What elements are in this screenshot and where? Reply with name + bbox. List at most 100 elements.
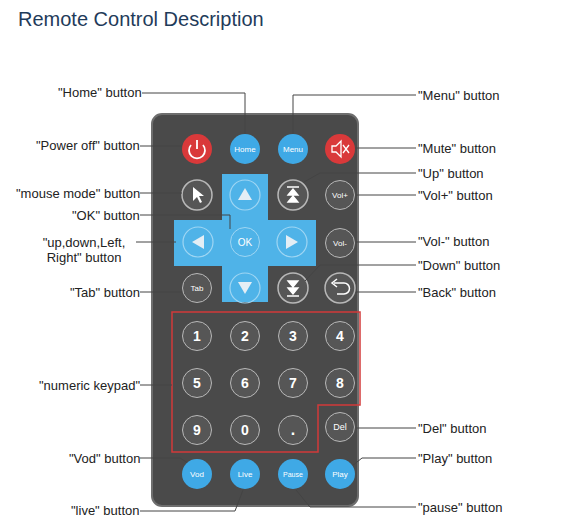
- button-text: Live: [238, 470, 253, 479]
- mute-button: [325, 134, 355, 164]
- leader-line: [356, 292, 416, 293]
- leader-line: [293, 95, 416, 134]
- cursor-icon: [193, 187, 204, 203]
- button-text: 0: [241, 422, 249, 438]
- button-text: 8: [336, 375, 344, 391]
- callout-label: "Menu" button: [418, 88, 500, 103]
- callout-label: "Vod" button: [69, 451, 140, 466]
- remote-button: 1: [182, 321, 212, 351]
- button-text: Vol+: [332, 191, 348, 200]
- leader-lines: [136, 93, 416, 511]
- remote-button: 8: [325, 368, 355, 398]
- callout-label: "mouse mode" button: [16, 186, 140, 201]
- leader-line: [296, 490, 416, 507]
- leader-line: [356, 195, 416, 196]
- button-text: 5: [193, 375, 201, 391]
- callout-label: "Del" button: [418, 421, 487, 436]
- remote-button: Play: [325, 459, 355, 489]
- remote-button: Pause: [278, 459, 308, 489]
- leader-line: [140, 146, 182, 147]
- callout-label: "pause" button: [418, 500, 502, 515]
- dpad-cross: [174, 174, 316, 302]
- remote-button: Del: [325, 412, 355, 442]
- callout-label: "Down" button: [418, 258, 500, 273]
- leader-line: [140, 193, 182, 194]
- callout-label: "up,down,Left, Right" button: [34, 235, 134, 265]
- remote-button: Vod: [182, 459, 212, 489]
- callout-label: "Power off" button: [36, 138, 140, 153]
- leader-line: [304, 173, 416, 182]
- button-text: 2: [241, 328, 249, 344]
- remote-button: Vol+: [325, 180, 355, 210]
- callout-label: "Play" button: [418, 451, 492, 466]
- button-text: Play: [332, 470, 348, 479]
- callout-label: "Vol-" button: [418, 234, 489, 249]
- remote-button: Tab: [182, 273, 212, 303]
- remote-button: 2: [230, 321, 260, 351]
- mouse-button: [182, 180, 212, 210]
- leader-line: [356, 242, 416, 243]
- button-text: Pause: [283, 471, 303, 478]
- remote-button: 7: [278, 368, 308, 398]
- remote-button: OK: [230, 227, 260, 257]
- back-icon: [332, 279, 337, 287]
- button-text: .: [291, 421, 295, 439]
- button-text: Del: [333, 422, 347, 432]
- callout-label: "OK" button: [72, 208, 140, 223]
- left-arrow: [192, 235, 204, 249]
- mute-icon: [332, 141, 341, 157]
- callout-label: "Back" button: [418, 285, 496, 300]
- keypad-outline: [172, 312, 360, 452]
- button-text: Tab: [191, 284, 204, 293]
- remote-button: 4: [325, 321, 355, 351]
- up-arrow: [238, 188, 252, 200]
- callout-label: "Home" button: [58, 85, 142, 100]
- button-text: 7: [289, 375, 297, 391]
- page-up-icon: [287, 187, 299, 202]
- remote-button: .: [278, 415, 308, 445]
- button-text: 6: [241, 375, 249, 391]
- right-button: [277, 227, 307, 257]
- remote-button: 0: [230, 415, 260, 445]
- back-button: [325, 273, 355, 303]
- button-text: 1: [193, 328, 201, 344]
- leader-line: [140, 215, 230, 229]
- remote-button: 9: [182, 415, 212, 445]
- button-text: 3: [289, 328, 297, 344]
- button-text: Vol-: [333, 239, 347, 248]
- callout-label: "Up" button: [418, 166, 484, 181]
- down-button: [230, 273, 260, 303]
- remote-button: Live: [230, 459, 260, 489]
- power-button: [182, 134, 212, 164]
- power-icon: [196, 140, 198, 149]
- leader-line: [140, 458, 188, 463]
- leader-line: [142, 93, 245, 134]
- left-button: [183, 227, 213, 257]
- remote-button: 3: [278, 321, 308, 351]
- remote-button: 6: [230, 368, 260, 398]
- right-arrow: [286, 235, 298, 249]
- callout-label: "Vol+" button: [418, 188, 493, 203]
- leader-line: [136, 242, 176, 243]
- button-text: OK: [238, 237, 252, 248]
- button-text: Vod: [190, 470, 204, 479]
- button-text: 9: [193, 422, 201, 438]
- leader-line: [140, 490, 243, 511]
- down-arrow: [238, 282, 252, 294]
- leader-line: [140, 385, 172, 386]
- diagram-title: Remote Control Description: [18, 8, 264, 31]
- mute-icon: [343, 145, 349, 153]
- remote-button: Vol-: [325, 228, 355, 258]
- leader-line: [356, 428, 416, 429]
- button-text: Menu: [283, 145, 303, 154]
- button-text: 4: [336, 328, 344, 344]
- button-text: Home: [234, 145, 255, 154]
- remote-button: 5: [182, 368, 212, 398]
- callout-label: "Tab" button: [70, 285, 140, 300]
- callout-label: "live" button: [71, 503, 140, 518]
- leader-line: [355, 148, 416, 149]
- leader-line: [305, 265, 416, 281]
- back-icon: [334, 283, 350, 294]
- leader-line: [352, 458, 416, 466]
